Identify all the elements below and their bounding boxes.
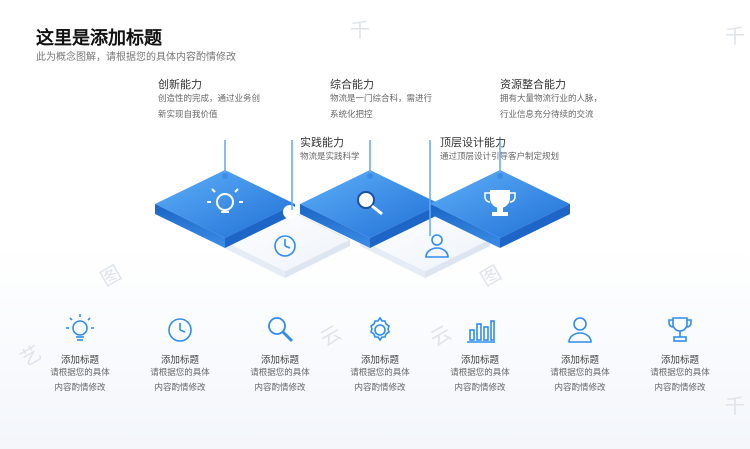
watermark-char: 千 xyxy=(725,394,745,418)
magnifier-icon xyxy=(268,317,294,343)
person-icon xyxy=(568,317,592,343)
feature-item-6: 添加标题 请根据您的具体 内容酌情修改 xyxy=(530,312,630,396)
feature-item-5: 添加标题 请根据您的具体 内容酌情修改 xyxy=(430,312,530,396)
feature-desc-line1: 请根据您的具体 xyxy=(350,368,410,378)
feature-title: 添加标题 xyxy=(260,355,299,366)
gear-icon xyxy=(370,316,390,342)
feature-item-7: 添加标题 请根据您的具体 内容酌情修改 xyxy=(630,312,730,396)
person-icon xyxy=(425,234,449,258)
feature-desc-line1: 请根据您的具体 xyxy=(50,368,110,378)
watermark-char: 千 xyxy=(350,18,370,42)
feature-item-3: 添加标题 请根据您的具体 内容酌情修改 xyxy=(230,312,330,396)
trophy-icon xyxy=(484,190,516,216)
feature-desc-line2: 内容酌情修改 xyxy=(554,383,606,393)
feature-title: 添加标题 xyxy=(360,355,399,366)
feature-item-4: 添加标题 请根据您的具体 内容酌情修改 xyxy=(330,312,430,396)
watermark-char: 图 xyxy=(96,260,126,292)
callout-desc-innovation-line2: 新实现自我价值 xyxy=(158,110,218,120)
puzzle-piece-blue-1 xyxy=(155,170,297,248)
feature-desc-line2: 内容酌情修改 xyxy=(654,383,706,393)
callout-desc-comprehensive-line1: 物流是一门综合科，需进行 xyxy=(330,94,433,104)
feature-desc-line2: 内容酌情修改 xyxy=(354,383,406,393)
callout-title-innovation: 创新能力 xyxy=(158,78,202,91)
feature-title: 添加标题 xyxy=(60,355,99,366)
feature-item-1: 添加标题 请根据您的具体 内容酌情修改 xyxy=(30,312,130,396)
clock-icon xyxy=(168,318,192,342)
puzzle-diagram xyxy=(155,140,570,278)
feature-title: 添加标题 xyxy=(460,355,499,366)
watermark-char: 千 xyxy=(725,24,745,48)
page-subtitle: 此为概念图解，请根据您的具体内容酌情修改 xyxy=(36,52,236,63)
feature-desc-line2: 内容酌情修改 xyxy=(454,383,506,393)
feature-title: 添加标题 xyxy=(160,355,199,366)
callout-desc-comprehensive-line2: 系统化把控 xyxy=(330,110,373,120)
clock-icon xyxy=(274,235,296,257)
feature-desc-line1: 请根据您的具体 xyxy=(650,368,710,378)
magnifier-icon xyxy=(357,191,383,216)
feature-desc-line1: 请根据您的具体 xyxy=(150,368,210,378)
feature-desc-line2: 内容酌情修改 xyxy=(154,383,206,393)
callout-title-toplevel: 顶层设计能力 xyxy=(440,136,506,149)
connector-dots xyxy=(222,173,503,179)
callout-desc-innovation-line1: 创造性的完成，通过业务创 xyxy=(158,94,261,104)
callout-desc-resource-line1: 拥有大量物流行业的人脉， xyxy=(500,94,603,104)
feature-desc-line1: 请根据您的具体 xyxy=(450,368,510,378)
trophy-icon xyxy=(668,317,692,342)
page-title: 这里是添加标题 xyxy=(36,28,162,49)
callout-title-practice: 实践能力 xyxy=(300,136,344,149)
bar-chart-icon xyxy=(467,320,495,343)
feature-desc-line2: 内容酌情修改 xyxy=(254,383,306,393)
feature-item-2: 添加标题 请根据您的具体 内容酌情修改 xyxy=(130,312,230,396)
feature-desc-line2: 内容酌情修改 xyxy=(54,383,106,393)
callout-title-resource: 资源整合能力 xyxy=(500,78,566,91)
feature-title: 添加标题 xyxy=(560,355,599,366)
callout-desc-practice-line1: 物流是实践科学 xyxy=(300,152,360,162)
feature-desc-line1: 请根据您的具体 xyxy=(550,368,610,378)
feature-title: 添加标题 xyxy=(660,355,699,366)
lightbulb-icon xyxy=(66,314,94,341)
callout-title-comprehensive: 综合能力 xyxy=(330,78,374,91)
connector-lines xyxy=(224,140,501,236)
lightbulb-icon xyxy=(207,188,243,213)
feature-desc-line1: 请根据您的具体 xyxy=(250,368,310,378)
callout-desc-resource-line2: 行业信息充分待续的交流 xyxy=(500,110,594,120)
